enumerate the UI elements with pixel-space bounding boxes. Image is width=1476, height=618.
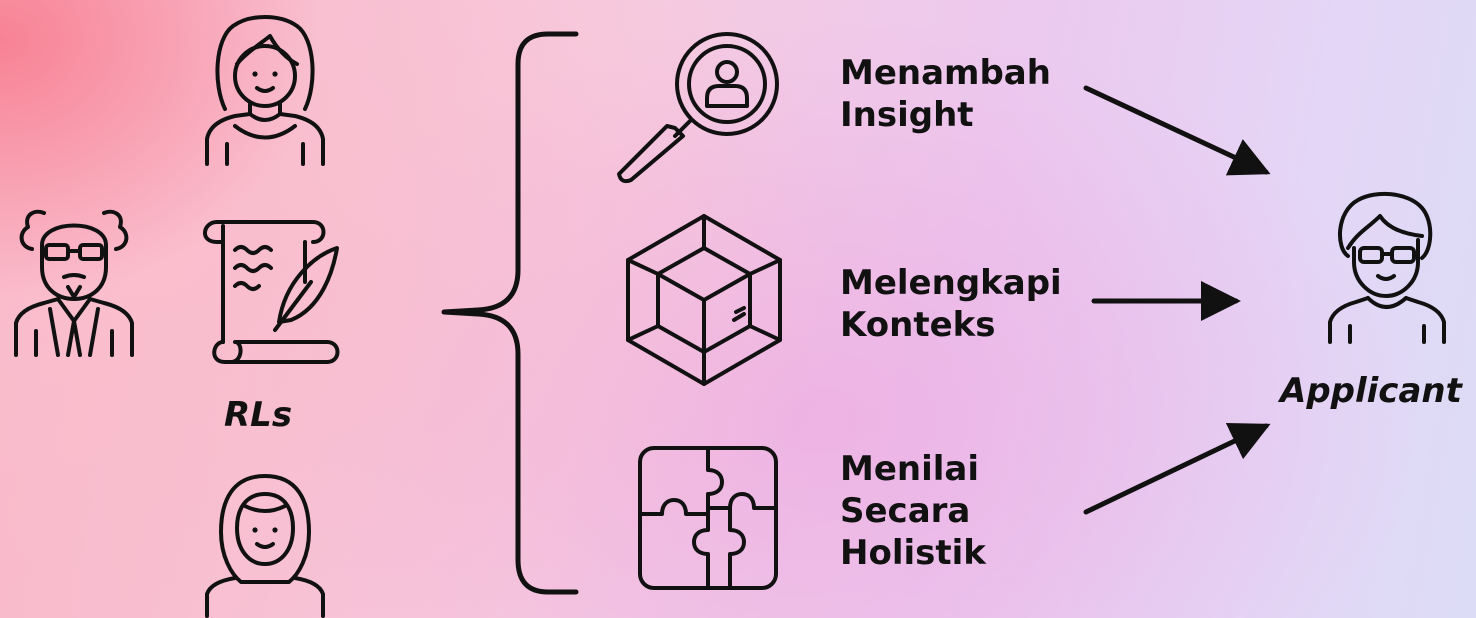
applicant-icon	[1328, 191, 1446, 344]
benefit-insight-line-2: Insight	[840, 95, 974, 135]
old-man-icon	[14, 209, 134, 357]
benefit-konteks-line-1: Melengkapi	[840, 263, 1062, 303]
benefit-konteks-label: Melengkapi Konteks	[840, 262, 1062, 346]
puzzle-icon	[638, 446, 778, 590]
grouping-brace	[441, 31, 579, 595]
hijab-woman-icon	[205, 474, 325, 618]
benefit-holistik-line-1: Menilai	[840, 449, 980, 489]
benefit-insight-line-1: Menambah	[840, 53, 1051, 93]
arrow-insight-to-applicant	[1083, 85, 1271, 176]
benefit-holistik-label: Menilai Secara Holistik	[840, 448, 986, 574]
arrow-holistik-to-applicant	[1083, 423, 1271, 515]
letter-scroll-icon	[203, 220, 340, 364]
benefit-insight-label: Menambah Insight	[840, 52, 1051, 136]
benefit-holistik-line-2: Secara	[840, 491, 971, 531]
applicant-label: Applicant	[1280, 371, 1462, 411]
sources-label: RLs	[224, 395, 293, 435]
search-person-icon	[617, 32, 779, 184]
benefit-konteks-line-2: Konteks	[840, 305, 996, 345]
woman-icon	[205, 15, 325, 166]
box-icon	[626, 214, 782, 386]
benefit-holistik-line-3: Holistik	[840, 533, 986, 573]
